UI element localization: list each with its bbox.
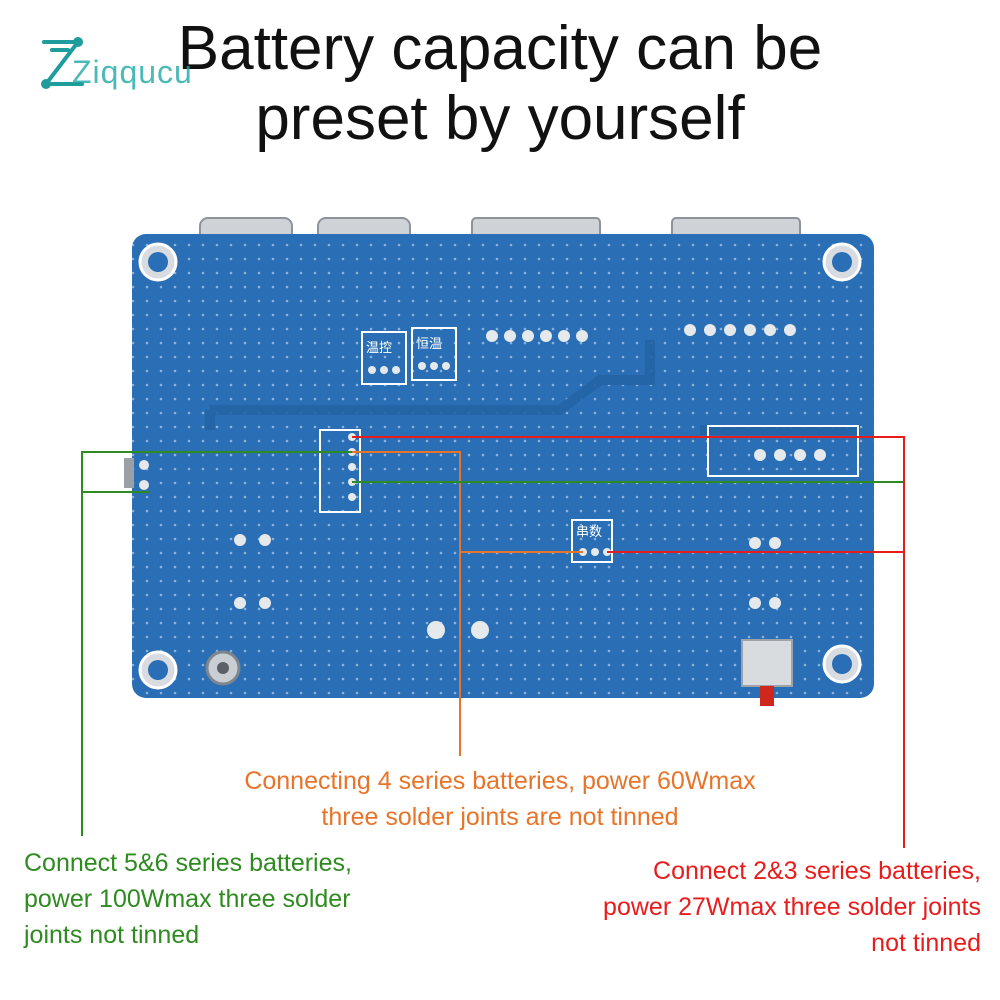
callout-orange-text: Connecting 4 series batteries, power 60W… <box>150 763 850 835</box>
callout-orange-line-2: three solder joints are not tinned <box>321 803 679 831</box>
green-callout-line <box>81 451 904 836</box>
callout-red-line-1: Connect 2&3 series batteries, <box>653 857 981 885</box>
callout-green-line-2: power 100Wmax three solder <box>24 885 351 913</box>
solder-pads <box>139 324 826 639</box>
silk-label-series-count: 串数 <box>576 525 602 540</box>
silkscreen-marks <box>319 327 859 563</box>
silk-label-constant-temp: 恒温 <box>416 337 442 352</box>
callout-green-line-3: joints not tinned <box>24 921 200 949</box>
mounting-holes <box>138 242 862 690</box>
battery-terminal <box>741 639 793 706</box>
title-line-1: Battery capacity can be <box>177 14 823 83</box>
brand-logo-text: Ziqqucu <box>72 54 193 90</box>
title-line-2: preset by yourself <box>255 84 745 153</box>
callout-red-line-3: not tinned <box>871 929 981 957</box>
callout-red-text: Connect 2&3 series batteries, power 27Wm… <box>540 853 981 961</box>
orange-callout-line <box>352 451 583 756</box>
callout-red-line-2: power 27Wmax three solder joints <box>603 893 981 921</box>
callout-green-line-1: Connect 5&6 series batteries, <box>24 849 352 877</box>
dc-jack <box>205 650 241 686</box>
silk-label-temp-control: 温控 <box>366 341 392 356</box>
page-title: Battery capacity can be preset by yourse… <box>0 14 1000 154</box>
callout-orange-line-1: Connecting 4 series batteries, power 60W… <box>244 767 756 795</box>
brand-logo-icon <box>41 37 84 89</box>
callout-green-text: Connect 5&6 series batteries, power 100W… <box>24 845 424 953</box>
red-callout-line <box>352 436 905 848</box>
